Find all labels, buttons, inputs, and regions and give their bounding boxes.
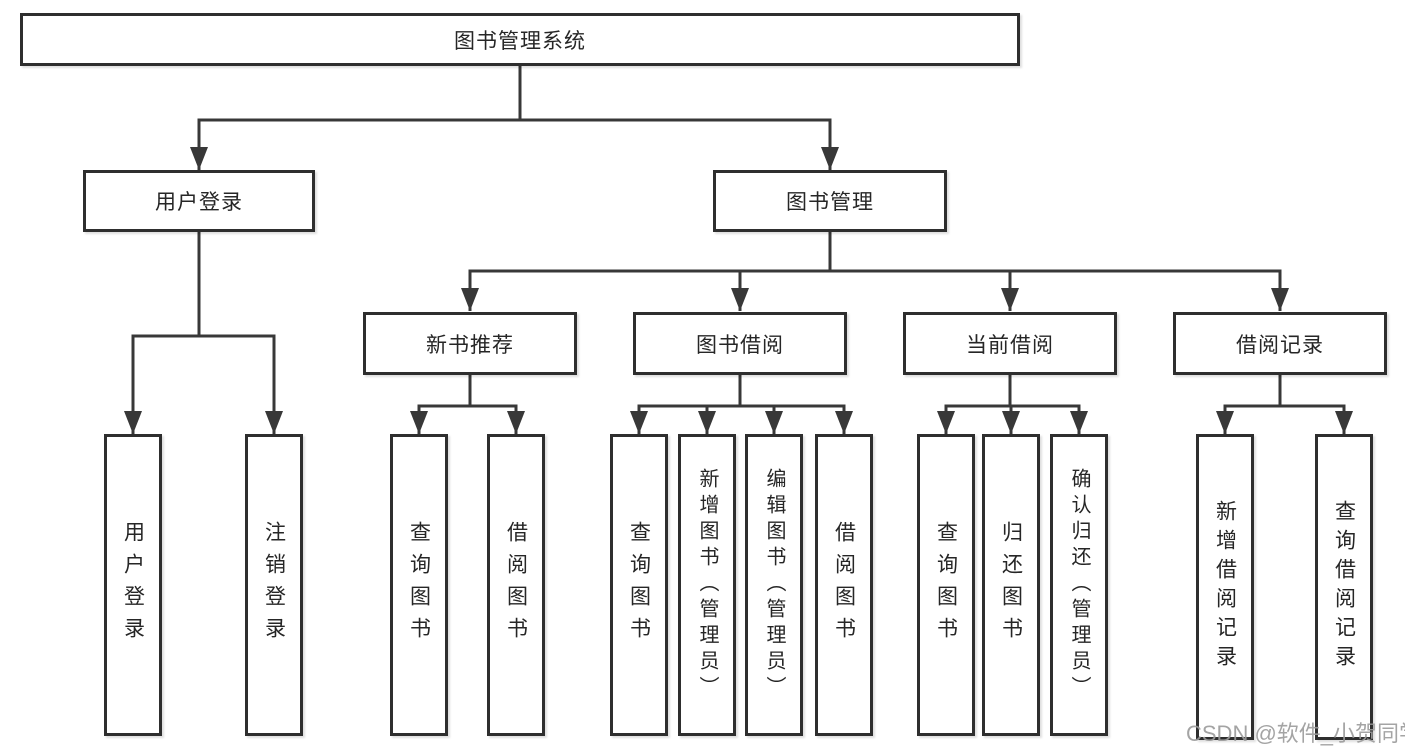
node-label: 借阅记录 (1236, 333, 1324, 357)
node-user-login: 用户登录 (83, 170, 315, 232)
leaf-query-books-2: 查询图书 (610, 434, 668, 736)
leaf-edit-book-admin: 编辑图书（管理员） (745, 434, 803, 736)
leaf-add-book-admin: 新增图书（管理员） (678, 434, 736, 736)
leaf-confirm-return-admin: 确认归还（管理员） (1050, 434, 1108, 736)
leaf-query-books-3: 查询图书 (917, 434, 975, 736)
node-label: 归还图书 (999, 521, 1023, 649)
leaf-borrow-books: 借阅图书 (487, 434, 545, 736)
leaf-borrow-books-2: 借阅图书 (815, 434, 873, 736)
leaf-query-books: 查询图书 (390, 434, 448, 736)
watermark: CSDN @软件_小贺同学 (1186, 721, 1405, 746)
node-label: 图书借阅 (696, 333, 784, 357)
node-label: 新增图书（管理员） (696, 468, 718, 702)
leaf-query-borrow-record: 查询借阅记录 (1315, 434, 1373, 740)
node-label: 图书管理系统 (454, 29, 586, 53)
node-book-management: 图书管理 (713, 170, 947, 232)
leaf-logout: 注销登录 (245, 434, 303, 736)
node-label: 编辑图书（管理员） (763, 468, 785, 702)
node-label: 图书管理 (786, 191, 874, 214)
node-book-borrowing: 图书借阅 (633, 312, 847, 375)
leaf-add-borrow-record: 新增借阅记录 (1196, 434, 1254, 740)
node-label: 查询图书 (407, 521, 431, 649)
node-label: 用户登录 (121, 521, 145, 649)
node-label: 借阅图书 (832, 521, 856, 649)
node-library-system: 图书管理系统 (20, 13, 1020, 66)
node-label: 新增借阅记录 (1213, 500, 1237, 674)
node-label: 注销登录 (262, 521, 286, 649)
node-label: 查询图书 (627, 521, 651, 649)
node-label: 确认归还（管理员） (1068, 468, 1090, 702)
node-label: 查询图书 (934, 521, 958, 649)
node-label: 新书推荐 (426, 333, 514, 357)
node-label: 查询借阅记录 (1332, 500, 1356, 674)
node-label: 用户登录 (155, 191, 243, 214)
leaf-user-login: 用户登录 (104, 434, 162, 736)
node-new-book-recommendation: 新书推荐 (363, 312, 577, 375)
node-current-borrowing: 当前借阅 (903, 312, 1117, 375)
node-label: 借阅图书 (504, 521, 528, 649)
leaf-return-books: 归还图书 (982, 434, 1040, 736)
node-borrowing-records: 借阅记录 (1173, 312, 1387, 375)
node-label: 当前借阅 (966, 333, 1054, 357)
